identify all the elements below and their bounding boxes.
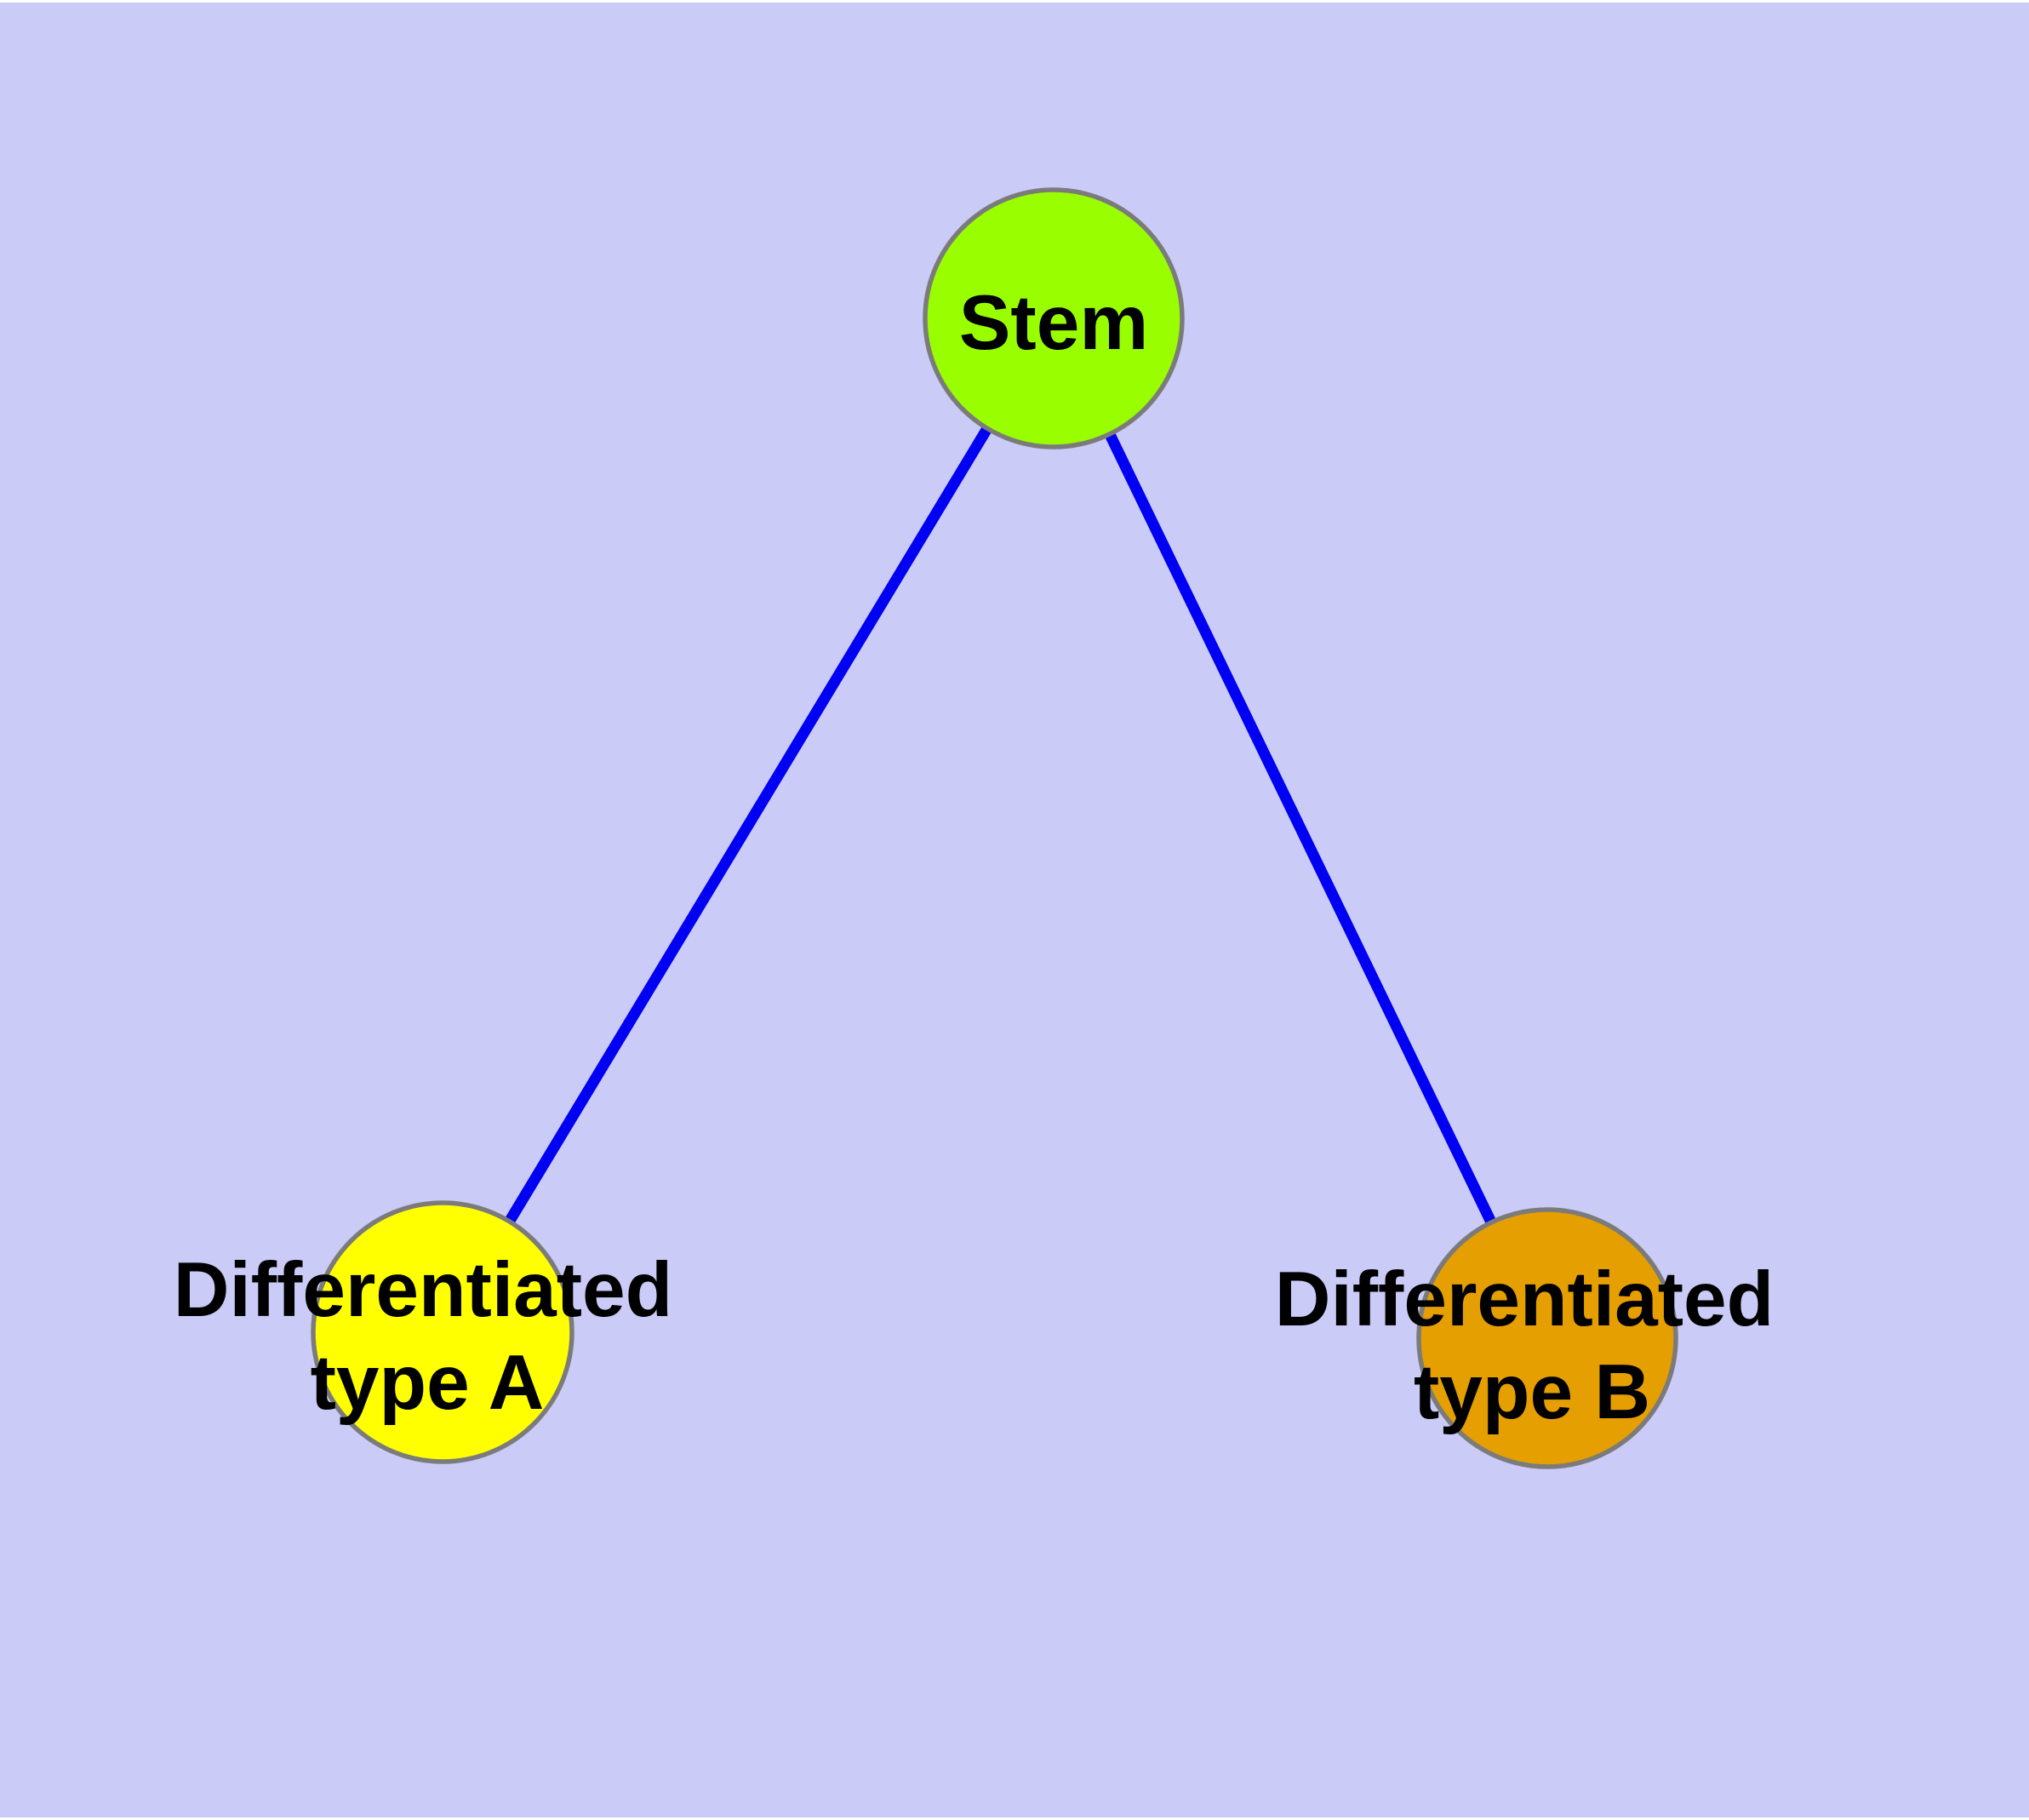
node-type-b-label-line1: Differentiated bbox=[1275, 1256, 1775, 1342]
edge-stem-to-type-a bbox=[437, 315, 1059, 1336]
node-differentiated-type-a bbox=[311, 1200, 574, 1464]
node-type-b-label-line2: type B bbox=[1414, 1349, 1650, 1435]
node-type-a-label-line1: Differentiated bbox=[174, 1247, 673, 1333]
node-stem bbox=[923, 187, 1185, 449]
node-type-a-label-line2: type A bbox=[311, 1340, 545, 1426]
edge-stem-to-type-b bbox=[1049, 316, 1552, 1341]
node-differentiated-type-b bbox=[1416, 1207, 1678, 1469]
node-stem-label: Stem bbox=[959, 280, 1149, 366]
